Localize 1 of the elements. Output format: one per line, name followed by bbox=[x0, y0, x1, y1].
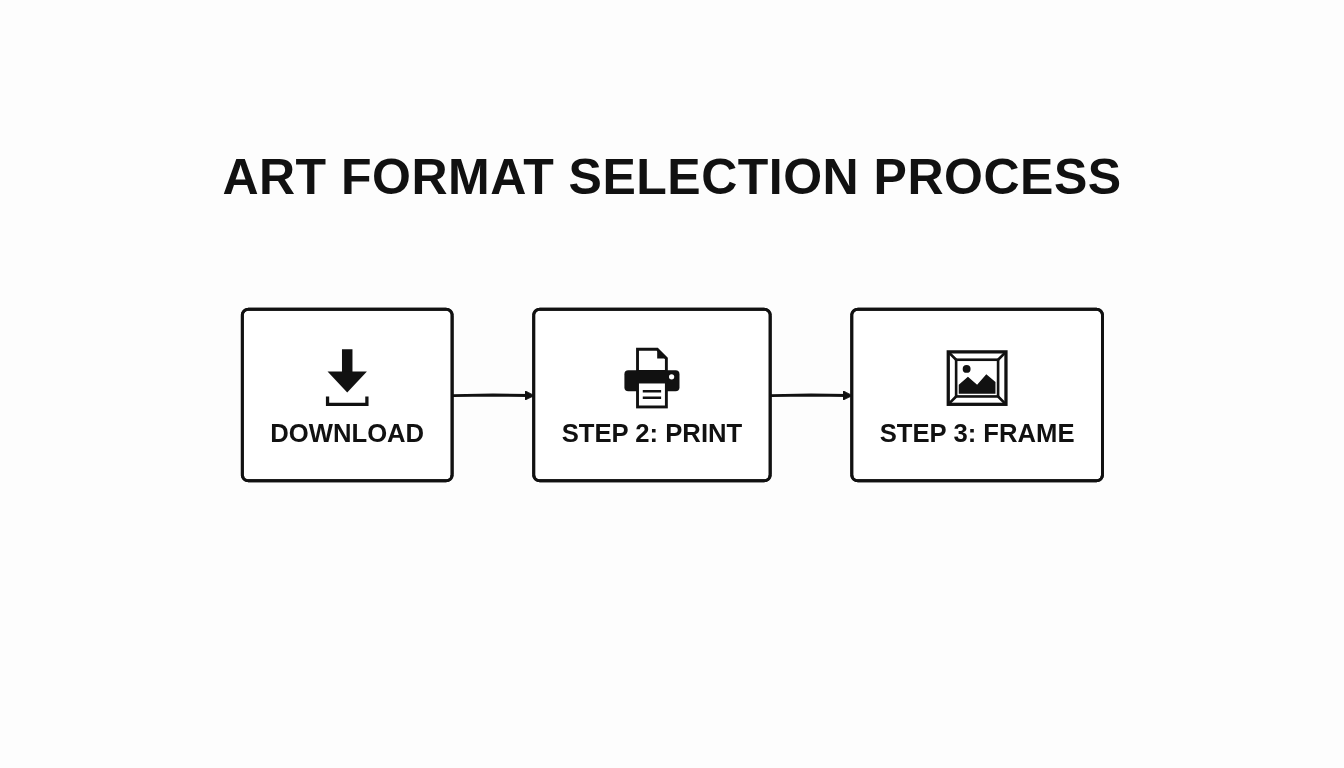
diagram-title: ART FORMAT SELECTION PROCESS bbox=[222, 148, 1122, 206]
